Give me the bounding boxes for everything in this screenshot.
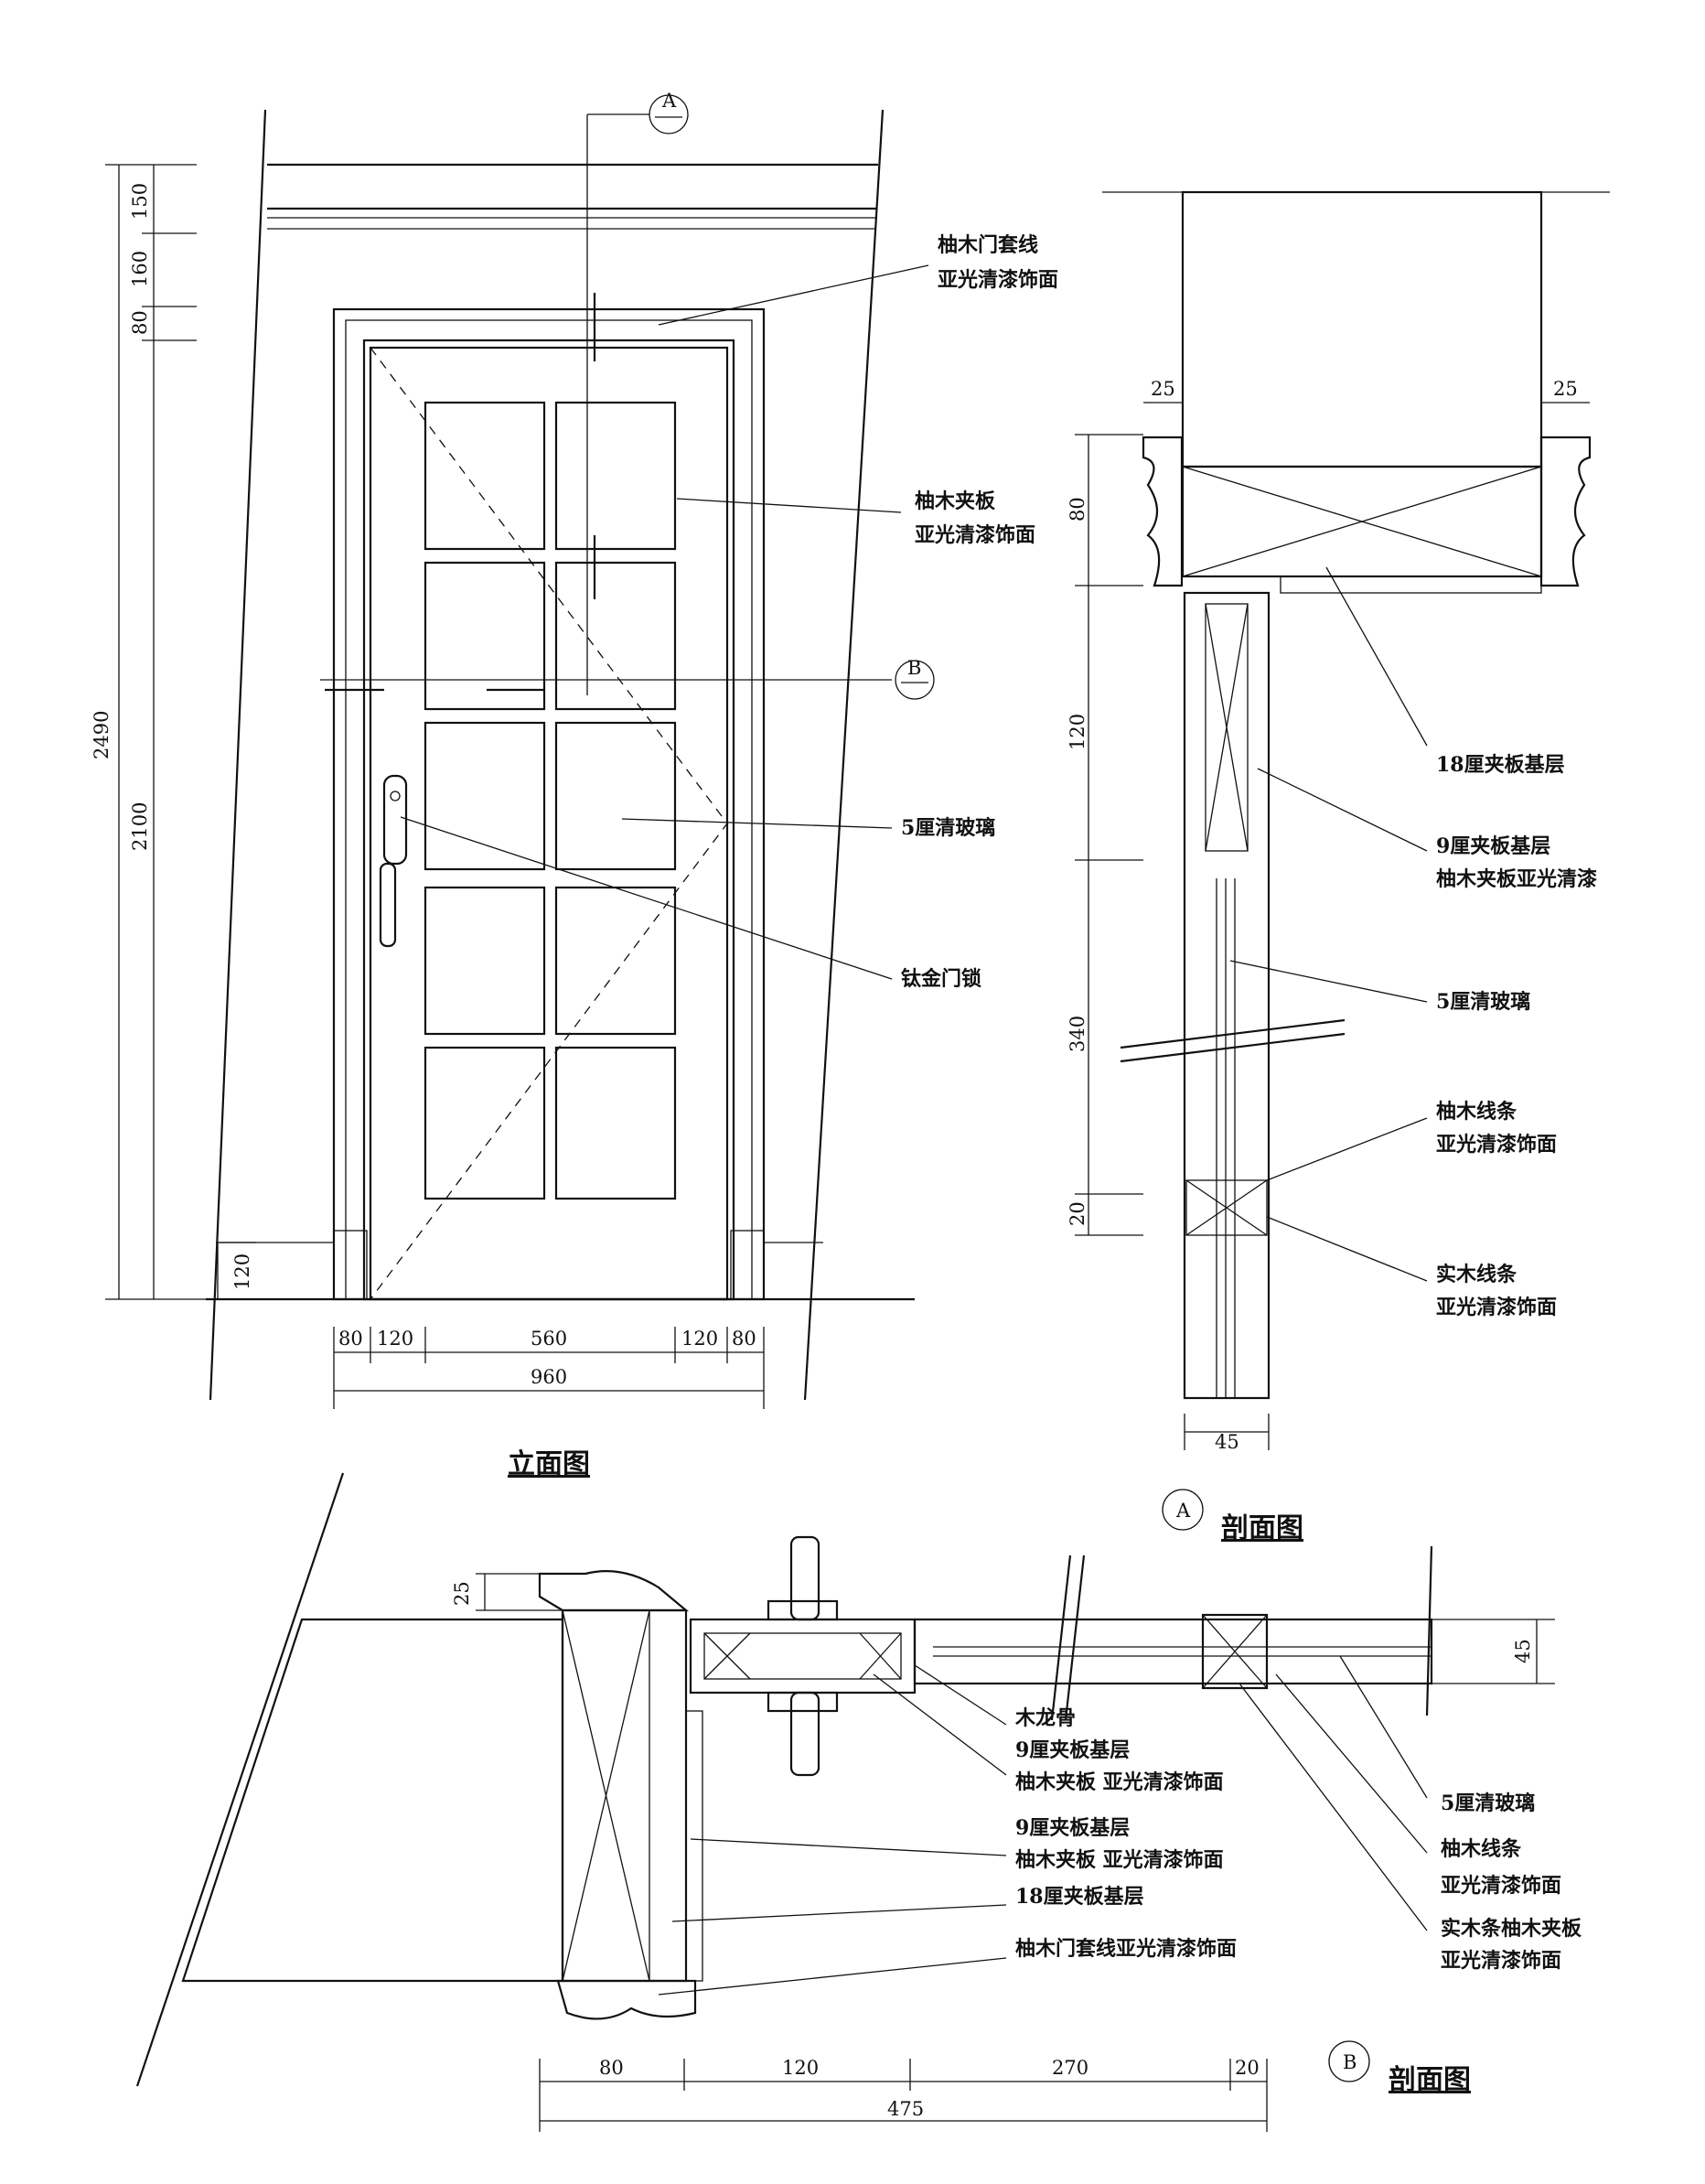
label-b-solid-1: 实木条柚木夹板 — [1441, 1917, 1582, 1941]
svg-text:B: B — [1343, 2051, 1356, 2073]
section-b-marker — [895, 660, 935, 700]
svg-text:A: A — [661, 90, 677, 112]
dim-b-25: 25 — [451, 1581, 473, 1606]
label-a-base9-2: 柚木夹板亚光清漆 — [1436, 867, 1597, 891]
section-a-view: 18厘夹板基层 9厘夹板基层 柚木夹板亚光清漆 5厘清玻璃 柚木线条 亚光清漆饰… — [1067, 190, 1610, 1544]
dim-bottom-120b: 120 — [681, 1328, 718, 1350]
dim-b-80: 80 — [599, 2057, 624, 2079]
dim-a-340: 340 — [1067, 1016, 1088, 1052]
svg-text:A: A — [1175, 1500, 1191, 1522]
label-panel-1: 柚木夹板 — [915, 490, 996, 513]
label-panel-2: 亚光清漆饰面 — [915, 523, 1035, 547]
label-lock: 钛金门锁 — [901, 967, 981, 991]
label-b-base9b-2: 柚木夹板 亚光清漆饰面 — [1015, 1848, 1224, 1872]
dim-2490: 2490 — [91, 711, 113, 759]
dim-bottom-80b: 80 — [732, 1328, 756, 1350]
section-b-title: 剖面图 — [1389, 2064, 1471, 2096]
dim-a-20: 20 — [1067, 1201, 1088, 1226]
label-glass: 5厘清玻璃 — [901, 816, 995, 840]
dim-150: 150 — [129, 183, 151, 220]
elevation-title: 立面图 — [508, 1448, 590, 1480]
dim-b-45: 45 — [1512, 1639, 1534, 1663]
dim-bottom-560: 560 — [531, 1328, 567, 1350]
label-b-base18: 18厘夹板基层 — [1015, 1885, 1144, 1909]
section-a-title-marker — [1162, 1489, 1204, 1531]
label-a-teak-2: 亚光清漆饰面 — [1436, 1133, 1557, 1157]
dim-a-25-right: 25 — [1553, 378, 1578, 400]
dim-160: 160 — [129, 251, 151, 287]
svg-text:B: B — [907, 657, 921, 679]
dim-total-960: 960 — [531, 1366, 567, 1388]
dim-80-v: 80 — [129, 310, 151, 335]
label-b-base9b-1: 9厘夹板基层 — [1015, 1816, 1130, 1840]
label-a-glass: 5厘清玻璃 — [1436, 990, 1530, 1014]
dim-bottom-120a: 120 — [377, 1328, 413, 1350]
label-b-glass: 5厘清玻璃 — [1441, 1791, 1535, 1815]
label-b-keel: 木龙骨 — [1014, 1706, 1076, 1730]
dim-a-25-left: 25 — [1151, 378, 1175, 400]
section-a-marker — [649, 94, 689, 134]
label-a-base9-1: 9厘夹板基层 — [1436, 834, 1550, 858]
dim-120-v: 120 — [231, 1253, 253, 1290]
label-frame-trim-1: 柚木门套线 — [938, 233, 1038, 257]
elevation-view: A B 柚木门套线 亚光清漆饰面 柚木夹板 亚光清漆饰面 5厘清玻璃 钛金门锁 … — [91, 90, 1058, 1480]
label-b-base9a-2: 柚木夹板 亚光清漆饰面 — [1015, 1770, 1224, 1794]
section-a-title: 剖面图 — [1221, 1512, 1303, 1544]
label-a-solid-2: 亚光清漆饰面 — [1436, 1296, 1557, 1319]
dim-b-120: 120 — [782, 2057, 819, 2079]
dim-b-475: 475 — [887, 2098, 924, 2120]
dim-b-20: 20 — [1235, 2057, 1260, 2079]
dim-a-45: 45 — [1215, 1431, 1239, 1453]
label-b-solid-2: 亚光清漆饰面 — [1441, 1949, 1561, 1973]
glazing-grid — [424, 401, 677, 1200]
section-b-view: 25 45 木龙骨 9厘夹板基层 柚木夹板 亚光清漆饰面 9厘夹板基层 柚木夹板… — [135, 1472, 1582, 2132]
dim-a-120: 120 — [1067, 714, 1088, 750]
label-a-solid-1: 实木线条 — [1436, 1263, 1517, 1286]
label-b-frame-trim: 柚木门套线亚光清漆饰面 — [1015, 1937, 1237, 1961]
label-frame-trim-2: 亚光清漆饰面 — [938, 268, 1058, 292]
label-b-base9a-1: 9厘夹板基层 — [1015, 1738, 1130, 1762]
label-b-teak-2: 亚光清漆饰面 — [1441, 1874, 1561, 1898]
section-b-title-marker — [1328, 2040, 1370, 2082]
dim-bottom-80a: 80 — [338, 1328, 363, 1350]
label-b-teak-1: 柚木线条 — [1441, 1837, 1522, 1861]
dim-a-80: 80 — [1067, 497, 1088, 522]
dim-2100: 2100 — [129, 802, 151, 851]
label-a-base18: 18厘夹板基层 — [1436, 753, 1565, 777]
label-a-teak-1: 柚木线条 — [1436, 1100, 1517, 1124]
dim-b-270: 270 — [1052, 2057, 1088, 2079]
door-lock-icon — [379, 774, 408, 948]
